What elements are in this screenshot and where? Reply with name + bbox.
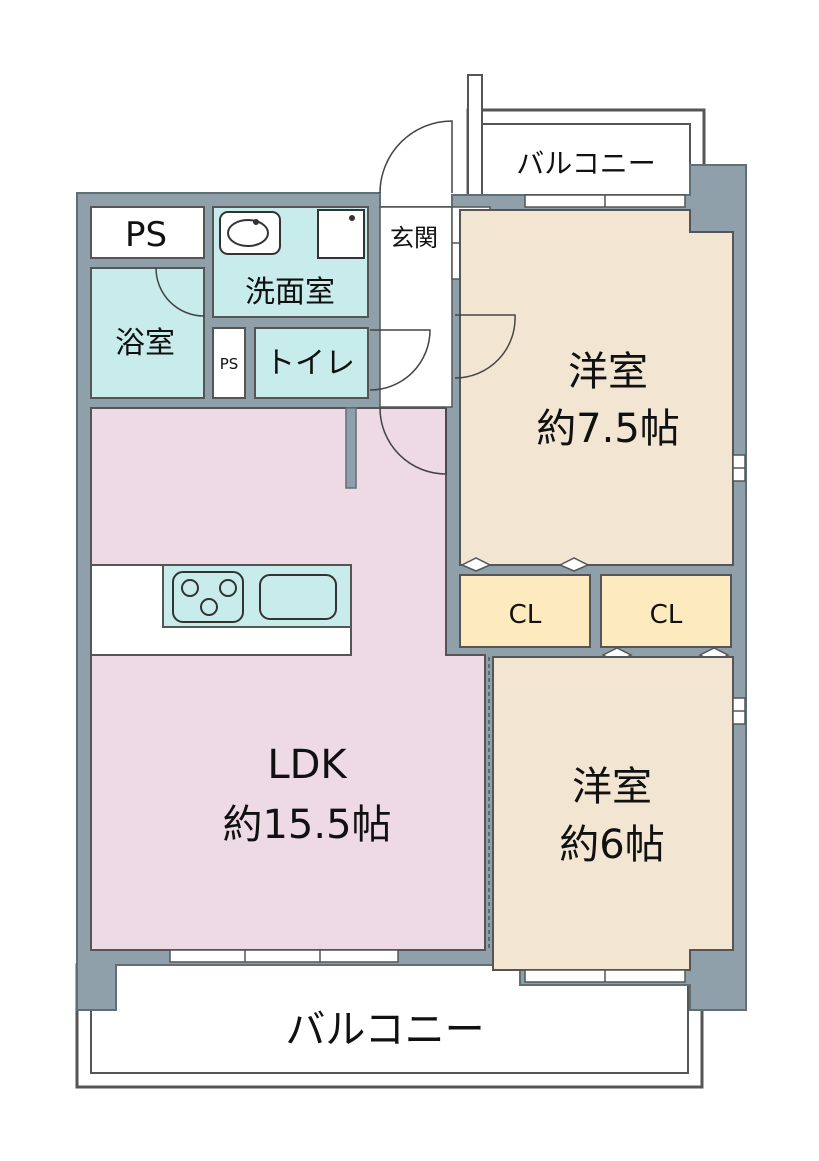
balcony-top-label: バルコニー <box>516 147 655 180</box>
closet-2 <box>600 574 732 648</box>
sink-drain <box>253 219 259 225</box>
western-room-1-size: 約7.5帖 <box>536 406 680 452</box>
balcony-bottom-label: バルコニー <box>285 1007 484 1053</box>
bath-label: 浴室 <box>115 326 175 361</box>
western-room-2 <box>492 656 734 971</box>
western-room-2-name: 洋室 <box>572 764 652 810</box>
ldk-room <box>90 407 486 951</box>
washer-pan-drain <box>349 215 355 221</box>
door-swings <box>155 120 516 475</box>
toilet-room <box>254 327 369 399</box>
closet-1 <box>459 574 591 648</box>
ldk-name: LDK <box>267 742 348 788</box>
window-ticks <box>244 195 745 982</box>
closet-1-label: CL <box>509 600 542 630</box>
western-room-2-size: 約6帖 <box>559 822 664 868</box>
entrance-label: 玄関 <box>390 224 438 252</box>
ps-main-box <box>90 206 205 259</box>
toilet-label: トイレ <box>265 346 355 381</box>
closet-2-label: CL <box>650 600 683 630</box>
sink-bowl <box>227 219 269 247</box>
ps-small-box <box>212 327 246 399</box>
stove-icon <box>172 571 244 623</box>
kitchen-sink-icon <box>259 574 337 620</box>
ldk-partition-stub <box>345 407 357 489</box>
washer-pan-icon <box>317 209 365 259</box>
ps-main-label: PS <box>125 215 167 255</box>
balcony-top-rail <box>467 74 483 196</box>
washroom-label: 洗面室 <box>245 275 335 310</box>
ps-small-label: PS <box>220 355 239 373</box>
western-room-1-name: 洋室 <box>568 349 648 395</box>
western-room-1 <box>459 209 734 566</box>
ldk-size: 約15.5帖 <box>222 802 391 848</box>
balcony-top-inner <box>481 123 691 196</box>
bath-room <box>90 267 205 399</box>
